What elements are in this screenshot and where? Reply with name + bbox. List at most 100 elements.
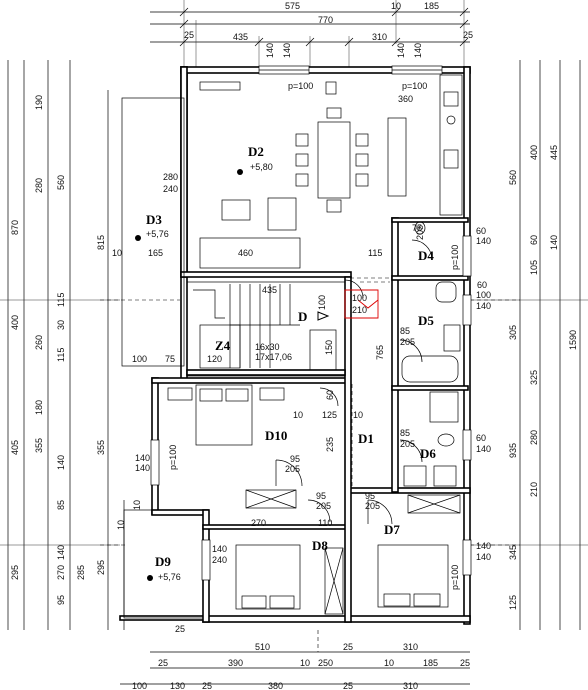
- level-marker-d9: [147, 575, 153, 581]
- dim-10-d9b: 10: [116, 520, 126, 530]
- section-lines: [100, 299, 520, 652]
- left-dim-355b: 355: [96, 440, 106, 455]
- bottom-dim-25b: 25: [460, 658, 470, 668]
- dim-100-z4: 100: [132, 354, 147, 364]
- top-dimension-chains: 575 10 185 770 435 140 140 140 140 310 2…: [150, 0, 473, 68]
- left-dim-180: 180: [34, 400, 44, 415]
- dim-10-d9a: 10: [132, 500, 142, 510]
- left-dim-560: 560: [56, 175, 66, 190]
- dim-140-d4: 140: [476, 236, 491, 246]
- right-dim-1590: 1590: [568, 330, 578, 350]
- room-d2-label: D2: [248, 144, 264, 159]
- right-dim-280: 280: [529, 430, 539, 445]
- left-dimension-chains: 870 400 405 295 190 280 260 180 355 560 …: [0, 60, 125, 630]
- opening-p100-a: p=100: [288, 81, 313, 91]
- windows: [150, 65, 472, 581]
- dim-150: 150: [324, 340, 334, 355]
- dim-10-d3: 10: [112, 248, 122, 258]
- opening-p100-b: p=100: [402, 81, 427, 91]
- dim-120: 120: [207, 354, 222, 364]
- door-swings: [275, 239, 433, 525]
- left-dim-115b: 115: [56, 348, 66, 362]
- right-dim-400: 400: [529, 145, 539, 160]
- top-dim-25b: 25: [463, 30, 473, 40]
- dim-115: 115: [368, 248, 382, 258]
- bottom-dim-390: 390: [228, 658, 243, 668]
- dim-140-d7a: 140: [476, 541, 491, 551]
- bottom-dim-25: 25: [343, 642, 353, 652]
- dim-765: 765: [375, 345, 385, 360]
- dim-205-d4: 205: [415, 225, 425, 240]
- bottom-dim-250: 250: [318, 658, 333, 668]
- bottom-dim-130: 130: [170, 681, 185, 690]
- furniture: [167, 74, 463, 615]
- top-dim-140c: 140: [396, 43, 406, 58]
- dim-25-d9: 25: [175, 624, 185, 634]
- left-dim-140: 140: [56, 455, 66, 470]
- dim-140-d10a: 140: [135, 453, 150, 463]
- left-dim-85: 85: [56, 500, 66, 510]
- right-dim-60: 60: [529, 235, 539, 245]
- dim-75-d4: 75: [412, 223, 422, 233]
- dim-270: 270: [251, 518, 266, 528]
- right-dim-305: 305: [508, 325, 518, 340]
- left-dim-270: 270: [56, 565, 66, 580]
- dim-100-door: 100: [352, 293, 367, 303]
- room-d1-label: D1: [358, 431, 374, 446]
- dim-205-d7: 205: [365, 501, 380, 511]
- dim-75-z4: 75: [165, 354, 175, 364]
- left-dim-285: 285: [76, 565, 86, 580]
- right-dimension-chains: 560 305 935 345 125 400 60 105 325 280 2…: [470, 60, 588, 630]
- dim-10-d1: 10: [353, 410, 363, 420]
- dim-100-vert: 100: [317, 295, 327, 310]
- dim-240-d8: 240: [212, 555, 227, 565]
- left-dim-115a: 115: [56, 293, 66, 307]
- dim-140-d6: 140: [476, 444, 491, 454]
- dim-140-d8: 140: [212, 544, 227, 554]
- hidden-lines: [350, 277, 390, 488]
- room-z4-label: Z4: [215, 338, 231, 353]
- bottom-dim-310: 310: [403, 642, 418, 652]
- left-dim-190: 190: [34, 95, 44, 110]
- left-dim-405: 405: [10, 440, 20, 455]
- dim-60-d10: 60: [325, 390, 335, 400]
- right-dim-325: 325: [529, 370, 539, 385]
- left-dim-95: 95: [56, 595, 66, 605]
- left-dim-260: 260: [34, 335, 44, 350]
- dim-140-d5: 140: [476, 301, 491, 311]
- top-dim-140d: 140: [413, 43, 423, 58]
- local-dimensions: p=100 p=100 360 280 240 165 10 460 115 7…: [112, 81, 491, 634]
- dim-210-door: 210: [352, 305, 367, 315]
- dim-205-d6: 205: [400, 439, 415, 449]
- left-dim-870: 870: [10, 220, 20, 235]
- dim-95-d10: 95: [290, 454, 300, 464]
- right-dim-560: 560: [508, 170, 518, 185]
- level-marker-d3: [135, 235, 141, 241]
- dim-85-d5: 85: [400, 326, 410, 336]
- top-dim-140b: 140: [282, 43, 292, 58]
- room-d7-label: D7: [384, 522, 400, 537]
- dim-360: 360: [398, 94, 413, 104]
- left-dim-400: 400: [10, 315, 20, 330]
- dim-16x30: 16x30: [255, 342, 280, 352]
- dim-140-d7b: 140: [476, 552, 491, 562]
- left-dim-280: 280: [34, 178, 44, 193]
- right-dim-445: 445: [549, 145, 559, 160]
- left-dim-295: 295: [10, 565, 20, 580]
- stairs: [193, 284, 337, 371]
- left-dim-140b: 140: [56, 545, 66, 560]
- entry-arrow-icon: [317, 311, 330, 321]
- room-d4-label: D4: [418, 248, 434, 263]
- bottom-dim-380: 380: [268, 681, 283, 690]
- dim-205-d10: 205: [285, 464, 300, 474]
- room-d2-level: +5,80: [250, 162, 273, 172]
- dim-435-stairs: 435: [262, 285, 277, 295]
- left-dim-295b: 295: [96, 560, 106, 575]
- bottom-dim-510: 510: [255, 642, 270, 652]
- top-dim-575: 575: [285, 1, 300, 11]
- opening-p100-d4: p=100: [450, 245, 460, 270]
- top-dim-10: 10: [391, 1, 401, 11]
- dim-60-d4b: 60: [477, 280, 487, 290]
- left-dim-355: 355: [34, 438, 44, 453]
- room-d10-label: D10: [265, 428, 287, 443]
